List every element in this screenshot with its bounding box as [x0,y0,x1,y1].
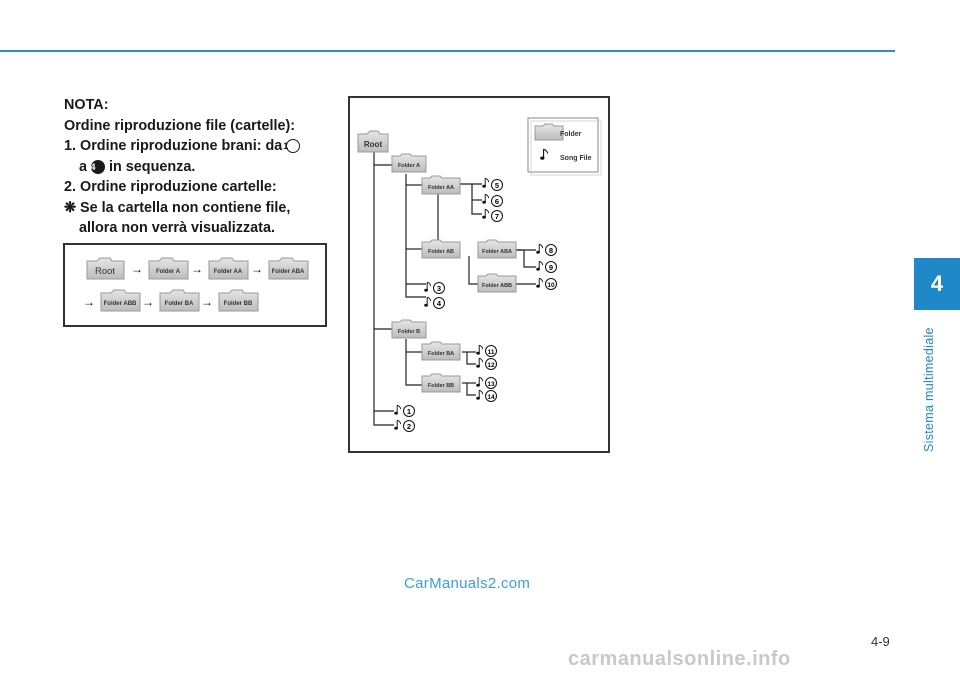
note-item-1-mid: a [79,158,88,175]
chapter-title: Sistema multimediale [922,327,936,452]
order-arrow-icon: → [201,295,213,309]
note-item-1-prefix: 1. Ordine riproduzione brani: da [64,138,283,154]
order-folder-aba: Folder ABA [268,257,309,280]
note-heading: NOTA: [64,97,109,113]
order-label-folder-a: Folder A [156,269,181,275]
song-number-6: 6 [495,197,499,206]
order-arrow-icon: → [131,262,143,276]
chapter-number-tab: 4 [914,258,960,310]
order-folder-root: Root [86,257,125,280]
song-number-4: 4 [437,299,442,308]
song-number-10: 10 [547,282,555,289]
tree-label-folder-abb: Folder ABB [482,283,512,289]
song-number-13: 13 [487,381,495,388]
folder-tree-diagram: Folder Song File [348,96,610,453]
watermark-link[interactable]: CarManuals2.com [404,575,531,592]
tree-legend: Folder Song File [527,117,602,176]
song-number-7: 7 [495,212,499,221]
song-number-5: 5 [495,181,499,190]
tree-folder-root: Root [357,130,389,153]
tree-connectors [373,152,536,426]
legend-song-label: Song File [560,155,592,162]
folder-order-svg: Root → Folder A → Folder AA → Folder ABA… [83,257,309,312]
order-label-folder-aa: Folder AA [214,269,243,275]
tree-song-11: 11 [476,344,497,357]
order-arrow-icon: → [251,262,263,276]
note-item-1-suffix: in sequenza. [109,158,196,175]
tree-label-root: Root [364,140,383,149]
tree-label-folder-a: Folder A [398,163,420,169]
order-arrow-icon: → [83,295,95,309]
tree-folder-aa: Folder AA [421,175,461,195]
footer-watermark: carmanualsonline.info [568,648,791,670]
order-folder-bb: Folder BB [218,289,259,312]
tree-song-12: 12 [476,357,497,370]
order-folder-ba: Folder BA [159,289,200,312]
song-number-3: 3 [437,284,441,293]
note-item-2: 2. Ordine riproduzione cartelle: [64,179,277,195]
song-number-2: 2 [407,422,411,431]
tree-folder-a: Folder A [391,153,427,173]
chapter-title-vertical: Sistema multimediale [922,312,940,452]
order-folder-abb: Folder ABB [100,289,141,312]
tree-song-1: 1 [394,404,415,417]
legend-folder-icon [534,123,564,141]
song-number-11: 11 [488,349,495,356]
tree-label-folder-ab: Folder AB [428,249,454,255]
tree-label-folder-aa: Folder AA [428,185,454,191]
tree-song-6: 6 [482,193,503,207]
order-label-root: Root [95,266,115,277]
order-arrow-icon: → [142,295,154,309]
tree-song-14: 14 [476,389,497,402]
order-folder-aa: Folder AA [208,257,249,280]
tree-song-7: 7 [482,208,503,222]
note-item-1: 1. Ordine riproduzione brani: da 1 a 14 … [64,136,329,177]
tree-folder-ab: Folder AB [421,239,461,259]
legend-folder-label: Folder [560,131,582,138]
tree-label-folder-ba: Folder BA [428,351,454,357]
note-block: NOTA: Ordine riproduzione file (cartelle… [64,95,329,239]
note-subheading: Ordine riproduzione file (cartelle): [64,117,296,134]
order-label-folder-bb: Folder BB [224,301,253,307]
top-rule [0,50,895,52]
note-item-3: ❋ Se la cartella non contiene file, allo… [64,199,291,237]
tree-folder-ba: Folder BA [421,341,461,361]
tree-folder-b: Folder B [391,319,427,339]
circled-number-from: 1 [283,139,301,153]
order-label-folder-abb: Folder ABB [104,301,137,307]
tree-folder-abb: Folder ABB [477,273,517,293]
tree-label-folder-aba: Folder ABA [482,249,512,255]
tree-label-folder-b: Folder B [398,329,420,335]
tree-song-13: 13 [476,376,497,389]
tree-song-10: 10 [536,277,557,290]
tree-song-8: 8 [536,243,557,256]
song-number-12: 12 [487,362,495,369]
tree-song-5: 5 [482,177,503,191]
song-number-1: 1 [407,407,411,416]
tree-song-3: 3 [424,281,445,294]
folder-tree-svg: Folder Song File [357,117,602,432]
song-number-14: 14 [487,394,495,401]
page-number: 4-9 [871,634,890,649]
order-label-folder-ba: Folder BA [165,301,194,307]
song-number-8: 8 [549,246,553,255]
tree-song-4: 4 [424,296,445,309]
tree-folder-bb: Folder BB [421,373,461,393]
folder-order-diagram: Root → Folder A → Folder AA → Folder ABA… [63,243,327,327]
order-label-folder-aba: Folder ABA [272,269,305,275]
order-arrow-icon: → [191,262,203,276]
tree-label-folder-bb: Folder BB [428,383,454,389]
song-number-9: 9 [549,263,553,272]
circled-number-to: 14 [86,159,106,174]
tree-song-9: 9 [536,260,557,273]
tree-song-2: 2 [394,419,415,432]
tree-folder-aba: Folder ABA [477,239,517,259]
order-folder-a: Folder A [148,257,189,280]
